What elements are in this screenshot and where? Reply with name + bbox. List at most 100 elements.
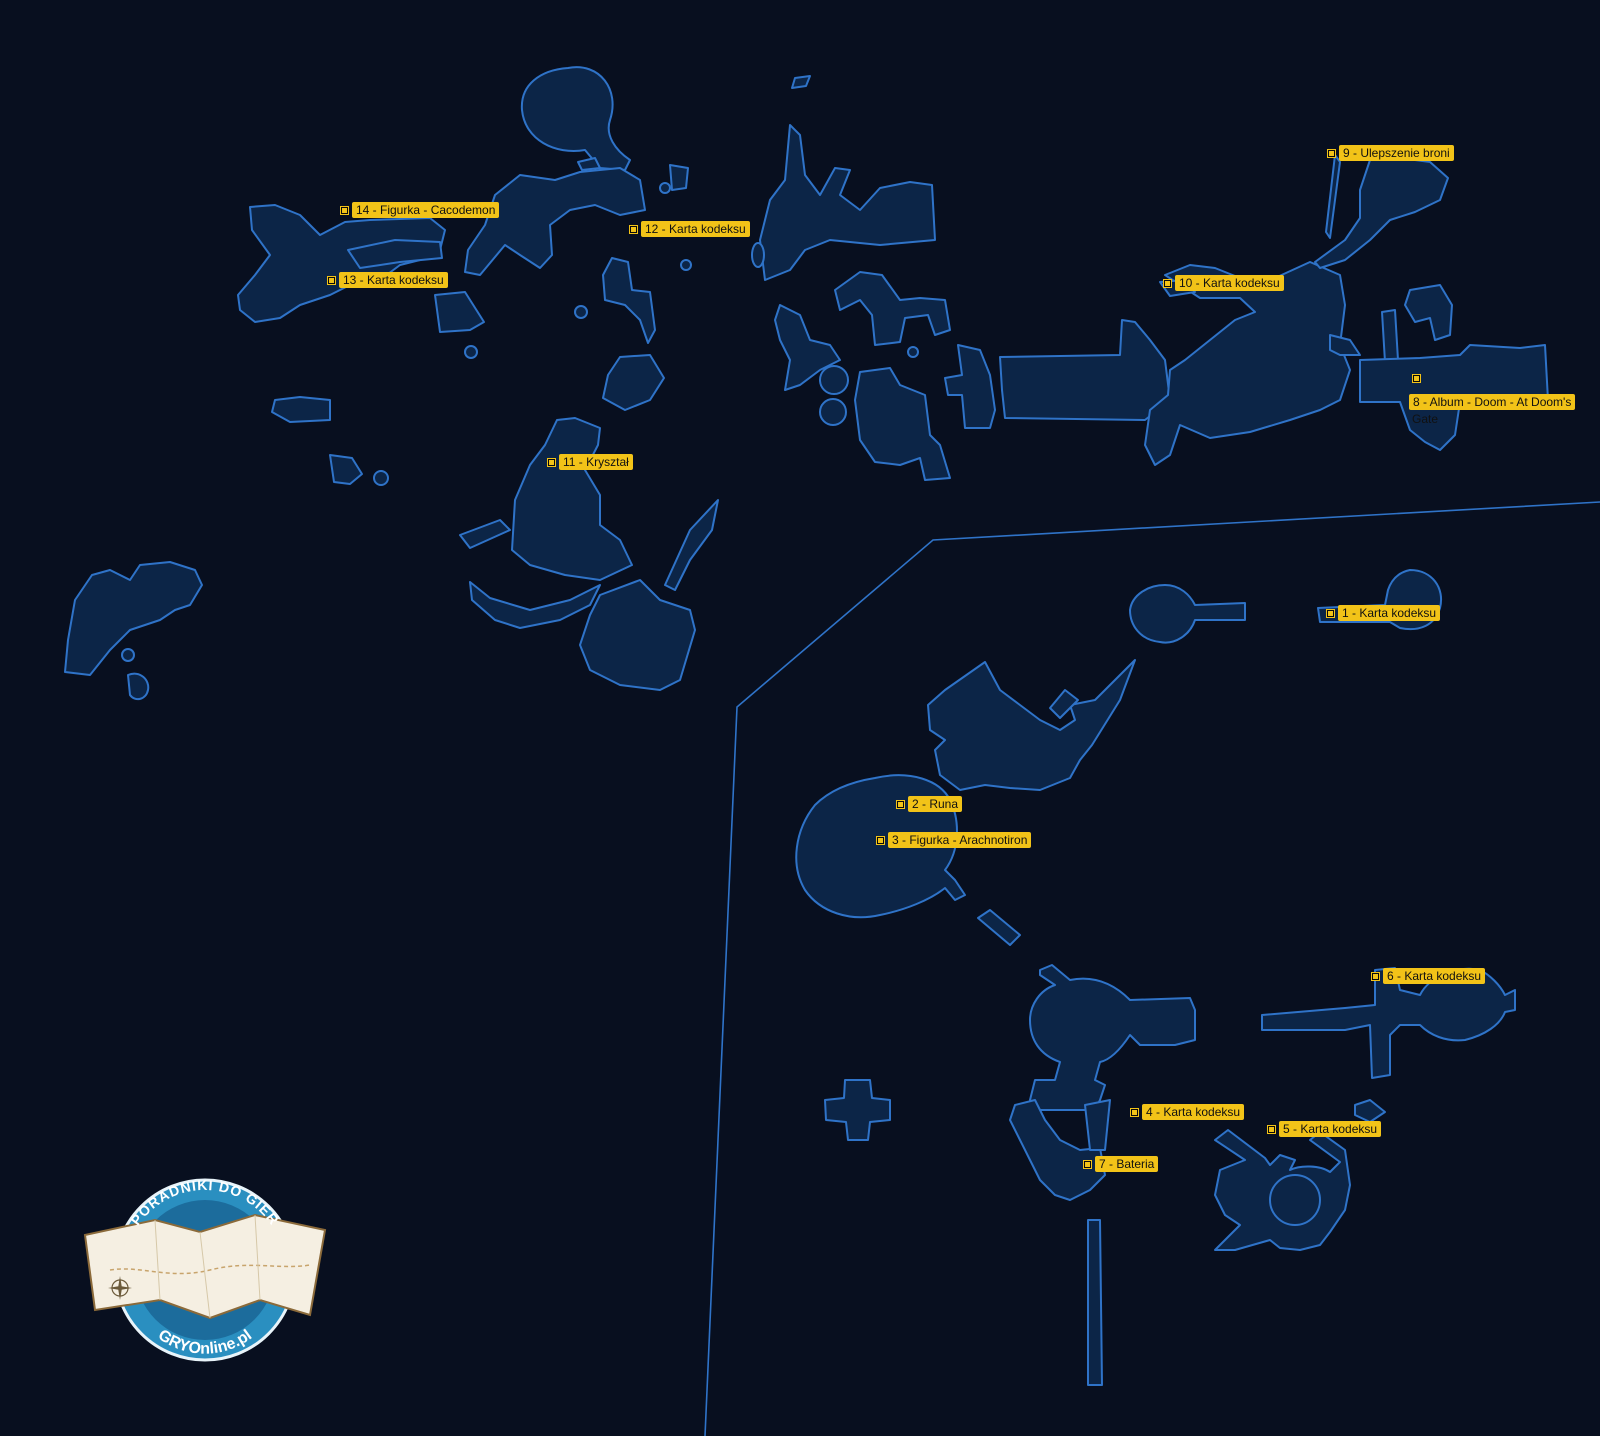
- map-area: [791, 75, 811, 89]
- map-marker-12[interactable]: 12 - Karta kodeksu: [629, 221, 750, 237]
- map-area: [464, 167, 646, 276]
- map-marker-2[interactable]: 2 - Runa: [896, 796, 963, 812]
- map-marker-3[interactable]: 3 - Figurka - Arachnotiron: [876, 832, 1032, 848]
- map-area: [669, 164, 689, 191]
- map-area: [680, 259, 692, 271]
- map-marker-11[interactable]: 11 - Kryształ: [547, 454, 633, 470]
- marker-label: 10 - Karta kodeksu: [1175, 275, 1284, 291]
- map-area: [121, 648, 135, 662]
- map-area: [659, 182, 671, 194]
- map-area: [1009, 1099, 1106, 1201]
- map-area: [1029, 964, 1196, 1111]
- marker-pin-icon: [1163, 278, 1172, 288]
- map-area: [751, 242, 765, 268]
- map-area: [434, 291, 485, 333]
- marker-label: 2 - Runa: [908, 796, 963, 812]
- map-marker-14[interactable]: 14 - Figurka - Cacodemon: [340, 202, 500, 218]
- map-area: [237, 204, 446, 323]
- map-area: [469, 581, 601, 629]
- map-area: [574, 305, 588, 319]
- map-area: [602, 257, 656, 344]
- map-area: [819, 365, 849, 395]
- region-divider: [704, 501, 1600, 1436]
- compass-map-icon: [83, 1213, 327, 1320]
- marker-pin-icon: [629, 224, 638, 234]
- marker-label: 13 - Karta kodeksu: [339, 272, 448, 288]
- marker-label: 1 - Karta kodeksu: [1338, 605, 1441, 621]
- map-area: [1084, 1099, 1111, 1151]
- marker-label: 5 - Karta kodeksu: [1279, 1121, 1382, 1137]
- map-area: [1325, 154, 1341, 239]
- map-area: [520, 66, 631, 171]
- map-marker-1[interactable]: 1 - Karta kodeksu: [1326, 605, 1441, 621]
- map-area: [347, 239, 443, 269]
- marker-label: 4 - Karta kodeksu: [1142, 1104, 1245, 1120]
- map-area: [511, 417, 633, 581]
- marker-label: 11 - Kryształ: [559, 454, 633, 470]
- map-area: [1354, 1099, 1386, 1123]
- marker-pin-icon: [1326, 608, 1335, 618]
- map-area: [854, 367, 951, 481]
- map-area: [824, 1079, 891, 1141]
- map-area: [577, 157, 601, 171]
- map-area: [927, 659, 1136, 791]
- map-area: [127, 672, 150, 701]
- map-marker-8-label[interactable]: 8 - Album - Doom - At Doom's: [1409, 394, 1576, 410]
- map-area: [977, 909, 1021, 946]
- marker-label: 3 - Figurka - Arachnotiron: [888, 832, 1032, 848]
- map-area: [944, 344, 996, 429]
- map-area: [664, 499, 719, 591]
- map-area: [271, 396, 331, 423]
- marker-pin-icon: [896, 799, 905, 809]
- marker-pin-icon: [1083, 1159, 1092, 1169]
- map-marker-6[interactable]: 6 - Karta kodeksu: [1371, 968, 1486, 984]
- marker-label: 6 - Karta kodeksu: [1383, 968, 1486, 984]
- map-area: [579, 579, 696, 691]
- map-area: [329, 454, 363, 485]
- map-marker-13[interactable]: 13 - Karta kodeksu: [327, 272, 448, 288]
- marker-label: 12 - Karta kodeksu: [641, 221, 750, 237]
- marker-label: 8 - Album - Doom - At Doom's: [1409, 394, 1576, 410]
- gryonline-logo: PORADNIKI DO GIER GRYOnline.pl: [83, 1177, 327, 1362]
- map-marker-7[interactable]: 7 - Bateria: [1083, 1156, 1159, 1172]
- map-marker-9[interactable]: 9 - Ulepszenie broni: [1327, 145, 1454, 161]
- map-area: [1381, 309, 1399, 363]
- marker-pin-icon: [1371, 971, 1380, 981]
- marker-pin-icon: [1327, 148, 1336, 158]
- marker-pin-icon: [547, 457, 556, 467]
- map-area: [1269, 1174, 1321, 1226]
- map-area: [64, 561, 203, 676]
- map-area: [759, 124, 936, 281]
- map-area: [1314, 157, 1449, 269]
- map-area: [1404, 284, 1453, 341]
- marker-pin-icon: [340, 205, 349, 215]
- map-area: [834, 271, 951, 346]
- map-area: [602, 354, 665, 411]
- marker-label: 9 - Ulepszenie broni: [1339, 145, 1454, 161]
- map-marker-10[interactable]: 10 - Karta kodeksu: [1163, 275, 1284, 291]
- marker-label: 14 - Figurka - Cacodemon: [352, 202, 500, 218]
- marker-pin-icon: [1412, 374, 1421, 383]
- marker-pin-icon: [876, 835, 885, 845]
- marker-pin-icon: [1130, 1107, 1139, 1117]
- map-area: [1261, 967, 1516, 1079]
- map-area: [459, 519, 511, 549]
- map-marker-5[interactable]: 5 - Karta kodeksu: [1267, 1121, 1382, 1137]
- map-area: [999, 319, 1171, 421]
- marker-pin-icon: [1267, 1124, 1276, 1134]
- marker-8-label-overflow: Gate: [1412, 412, 1439, 426]
- map-area: [907, 346, 919, 358]
- map-area: [1129, 584, 1246, 644]
- marker-pin-icon: [327, 275, 336, 285]
- marker-label: 7 - Bateria: [1095, 1156, 1159, 1172]
- map-area: [774, 304, 841, 391]
- map-area: [1144, 261, 1351, 466]
- map-area: [464, 345, 478, 359]
- map-area: [373, 470, 389, 486]
- map-area: [1087, 1219, 1103, 1386]
- map-area: [1329, 334, 1361, 356]
- map-marker-4[interactable]: 4 - Karta kodeksu: [1130, 1104, 1245, 1120]
- map-area: [819, 398, 847, 426]
